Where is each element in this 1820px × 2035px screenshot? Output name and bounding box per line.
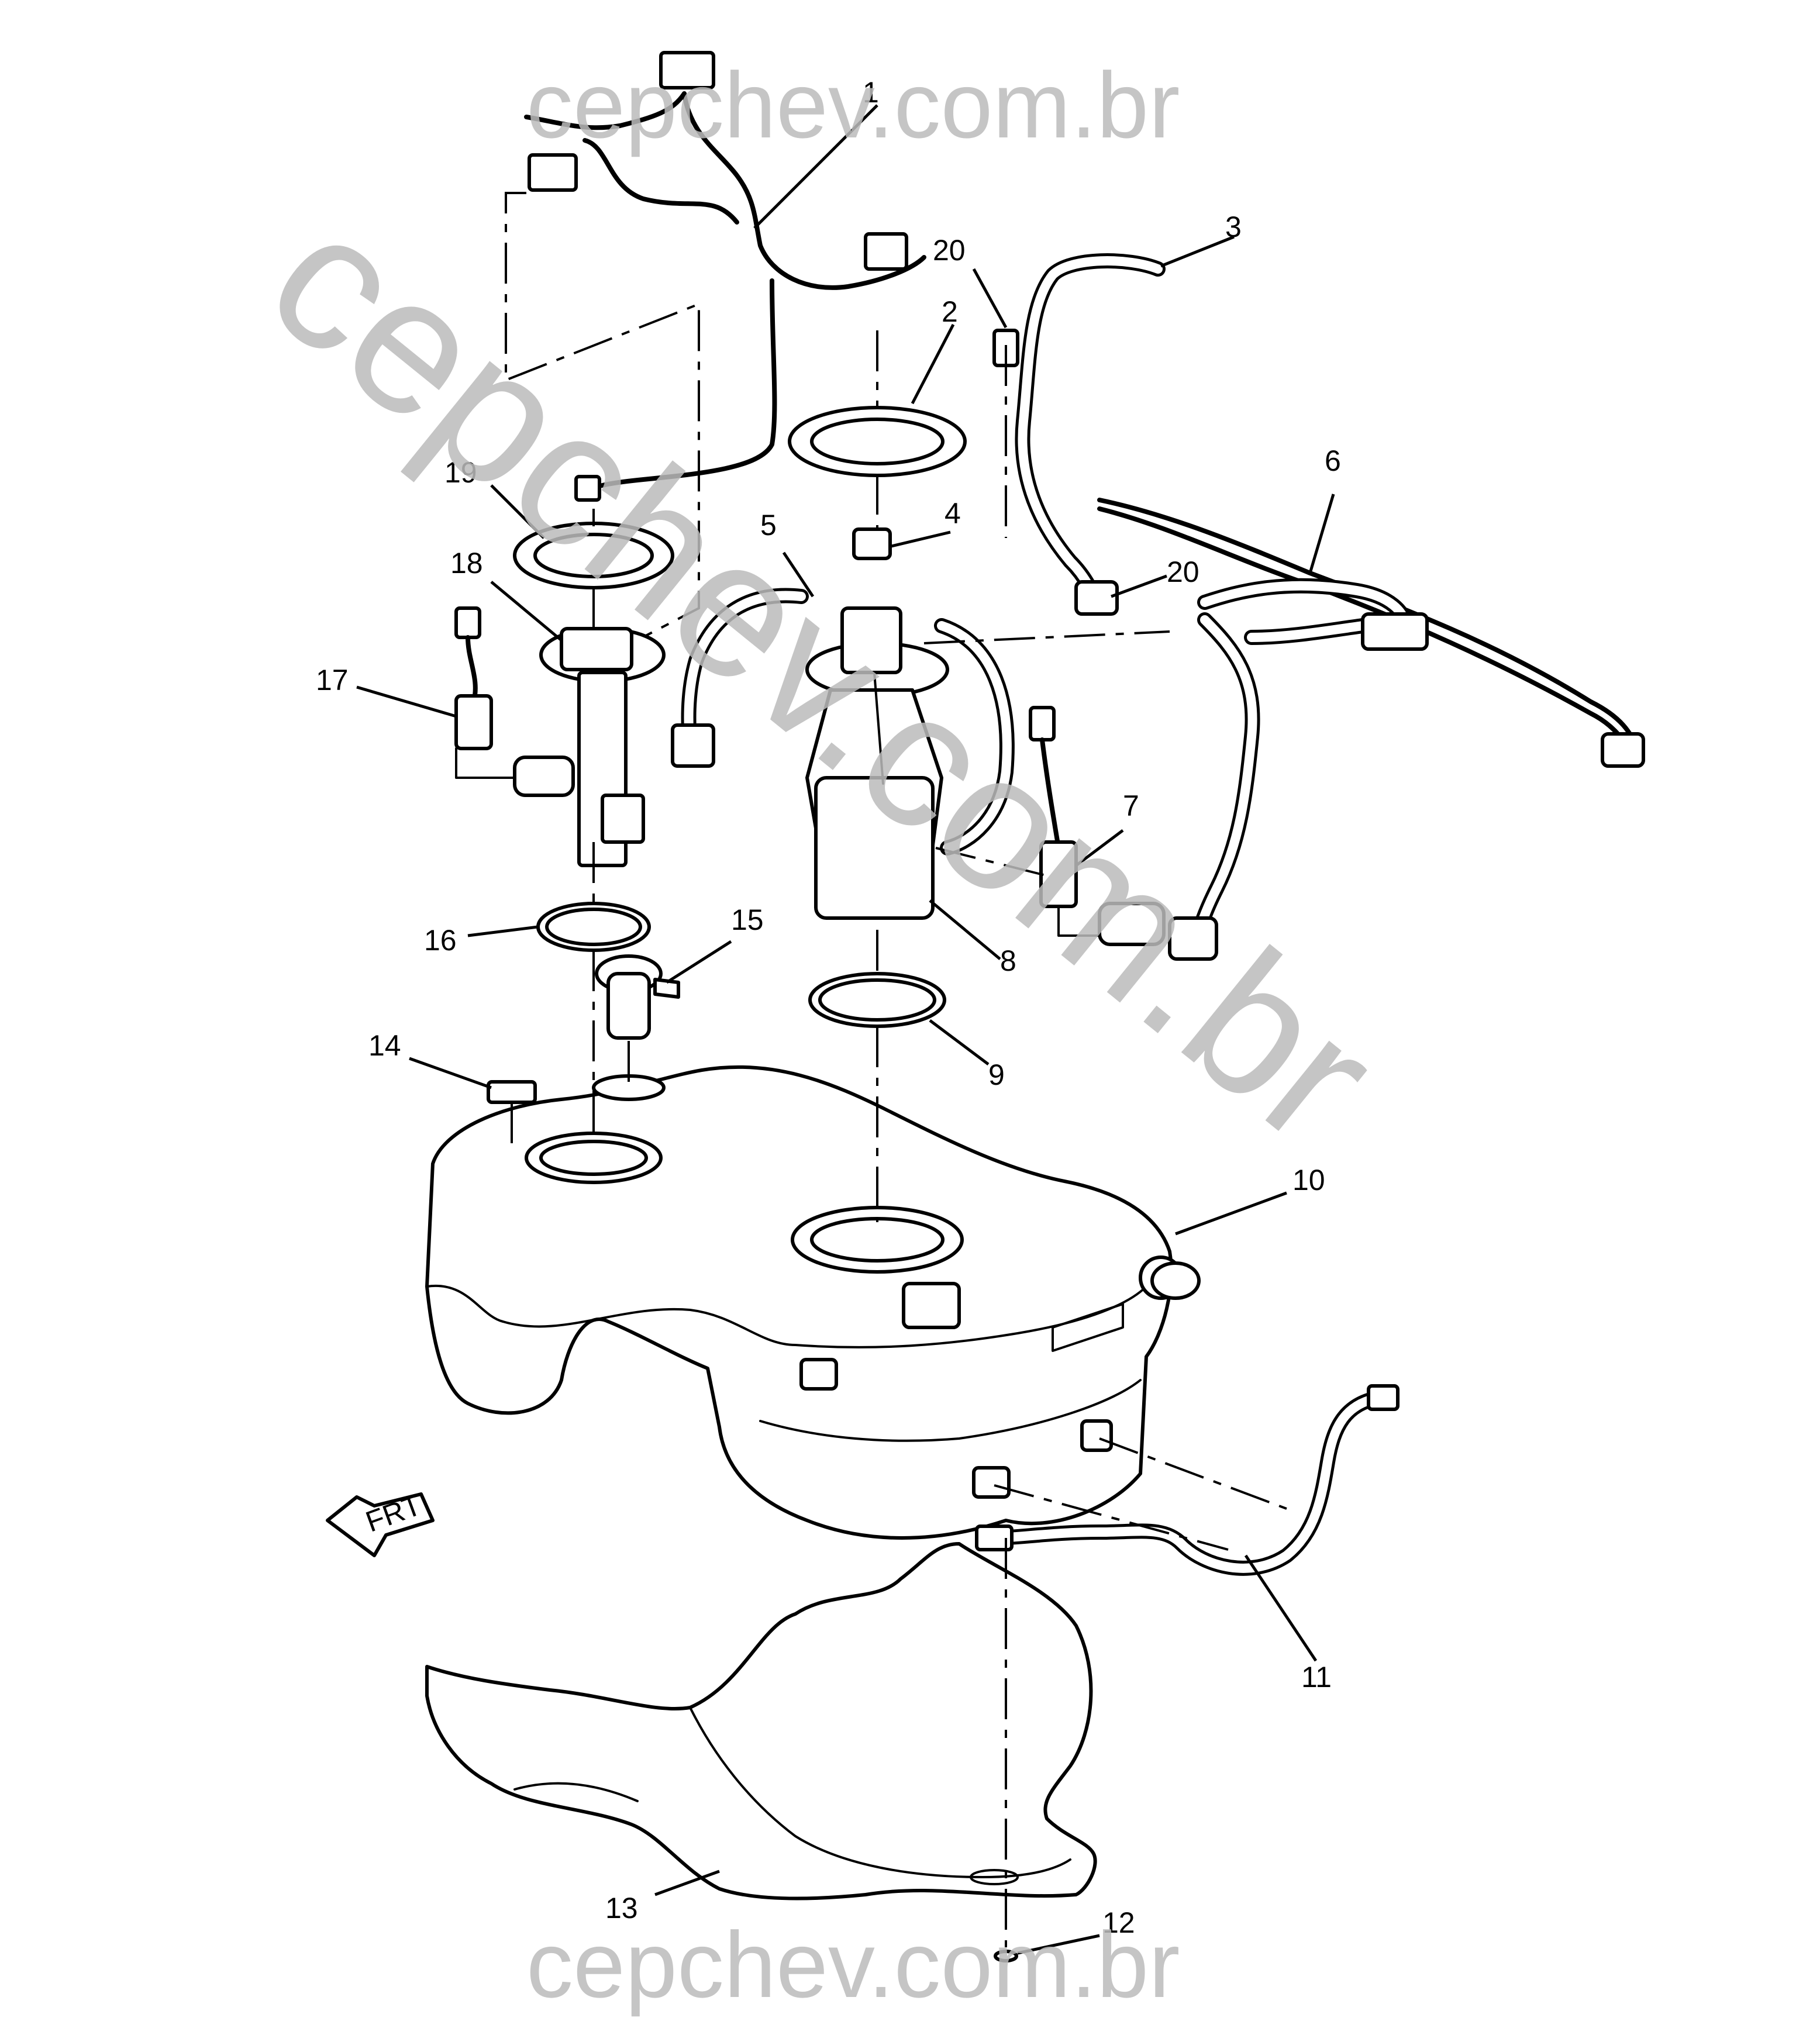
o-ring-9: [808, 972, 946, 1028]
callout-20-lower: 20: [1167, 556, 1199, 588]
fuel-pump-module-8: [671, 588, 1015, 920]
front-direction-arrow-icon: FRT: [326, 1488, 435, 1557]
valve-15: [595, 954, 680, 1040]
fuel-line-fitting-6: [1601, 732, 1645, 768]
callout-18: 18: [450, 547, 483, 580]
pump-hose-connector-5: [671, 723, 715, 768]
fuel-line-connector-6: [1361, 612, 1429, 651]
callout-14: 14: [368, 1029, 401, 1062]
callout-19: 19: [444, 456, 477, 489]
pump-connector-4: [852, 527, 892, 560]
fuel-sender-assembly-18: [539, 627, 666, 867]
fastener-12: [994, 1950, 1018, 1962]
lock-ring-2: [788, 406, 967, 477]
callout-labels: 1 2 3 4 5 6 7 8 9 10 11 12 13 14 15 16 1…: [316, 76, 1341, 1939]
fuel-line-quick-connect-6: [1168, 916, 1218, 961]
insulator-pad-14: [487, 1080, 537, 1104]
fuel-line-11: [975, 1384, 1400, 1576]
callout-16: 16: [424, 924, 457, 957]
callout-20-top: 20: [933, 234, 966, 267]
callout-9: 9: [988, 1058, 1005, 1091]
o-ring-16: [536, 902, 651, 952]
harness-connector-left: [528, 153, 578, 192]
harness-connector-right: [864, 232, 908, 271]
callout-4: 4: [945, 497, 961, 530]
fuel-tank-10: [425, 1065, 1201, 1540]
callout-12: 12: [1102, 1906, 1135, 1939]
callout-10: 10: [1292, 1164, 1325, 1196]
assembly-lines: [511, 330, 1287, 1947]
fuel-level-sensor-7: [1029, 706, 1166, 946]
callout-8: 8: [1000, 944, 1016, 977]
harness-connector-top: [659, 51, 715, 89]
callout-3: 3: [1225, 211, 1242, 243]
vapor-hose-3: [992, 253, 1166, 616]
callout-1: 1: [863, 76, 879, 109]
heat-shield-13: [425, 1542, 1097, 1901]
fuel-level-sensor-17: [454, 606, 575, 797]
watermark-bottom: cepchev.com.br: [526, 1912, 1180, 2017]
callout-6: 6: [1325, 444, 1341, 477]
wiring-harness: [524, 51, 926, 502]
callout-2: 2: [942, 295, 958, 328]
callout-leaders: [356, 104, 1335, 1955]
callout-11: 11: [1301, 1661, 1332, 1693]
callout-17: 17: [316, 664, 349, 696]
callout-5: 5: [760, 509, 777, 541]
watermark-top: cepchev.com.br: [526, 53, 1180, 157]
callout-7: 7: [1123, 789, 1139, 822]
callout-15: 15: [731, 903, 764, 936]
callout-13: 13: [605, 1892, 638, 1924]
harness-connector-sender: [574, 475, 601, 502]
fuel-line-6: [1097, 498, 1645, 961]
quick-connector-20-lower: [1074, 580, 1119, 616]
